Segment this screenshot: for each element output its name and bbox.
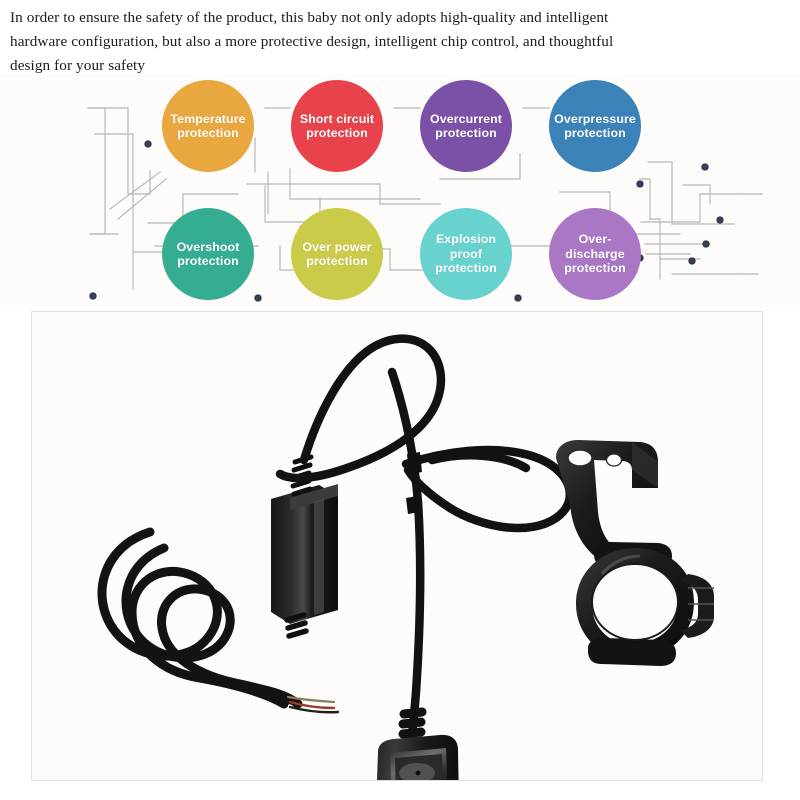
protection-node-over-discharge[interactable]: Over-discharge protection [549,208,641,300]
circuit-terminal-dot [254,294,262,302]
protection-node-explosion-proof[interactable]: Explosion proof protection [420,208,512,300]
protection-node-overshoot[interactable]: Overshoot protection [162,208,254,300]
l-bracket-mount [556,440,672,568]
protection-node-label: Short circuit protection [299,111,375,141]
intro-paragraph: In order to ensure the safety of the pro… [10,9,614,74]
protection-node-label: Over power protection [302,239,372,269]
protection-node-temperature[interactable]: Temperature protection [162,80,254,172]
protection-node-overpressure[interactable]: Overpressure protection [549,80,641,172]
protection-features-infographic: Temperature protection Short circuit pro… [0,74,800,306]
protection-node-label: Temperature protection [170,111,246,141]
protection-node-label: Overpressure protection [554,111,636,141]
circuit-terminal-dot [144,140,152,148]
circuit-terminal-dot [514,294,522,302]
circuit-terminal-dot [716,216,724,224]
circuit-terminal-dot [688,257,696,265]
protection-node-overcurrent[interactable]: Overcurrent protection [420,80,512,172]
cable-tie [406,452,422,514]
usb-charger-head: USB [377,707,459,780]
circuit-terminal-dot [636,180,644,188]
product-photo: USB [97,334,714,780]
circuit-terminal-dot [89,292,97,300]
circuit-trace-background [87,107,763,302]
circuit-terminal-dot [701,163,709,171]
product-photo-panel: USB [31,311,763,781]
handlebar-clamp-mount [576,548,714,666]
protection-node-short-circuit[interactable]: Short circuit protection [291,80,383,172]
protection-node-over-power[interactable]: Over power protection [291,208,383,300]
protection-node-label: Over-discharge protection [564,232,626,276]
voltage-converter-module [271,454,338,639]
protection-node-label: Overcurrent protection [429,111,503,141]
circuit-terminal-dot [702,240,710,248]
power-cable-coil [97,527,340,714]
protection-node-label: Explosion proof protection [435,232,497,276]
protection-node-label: Overshoot protection [176,239,240,269]
